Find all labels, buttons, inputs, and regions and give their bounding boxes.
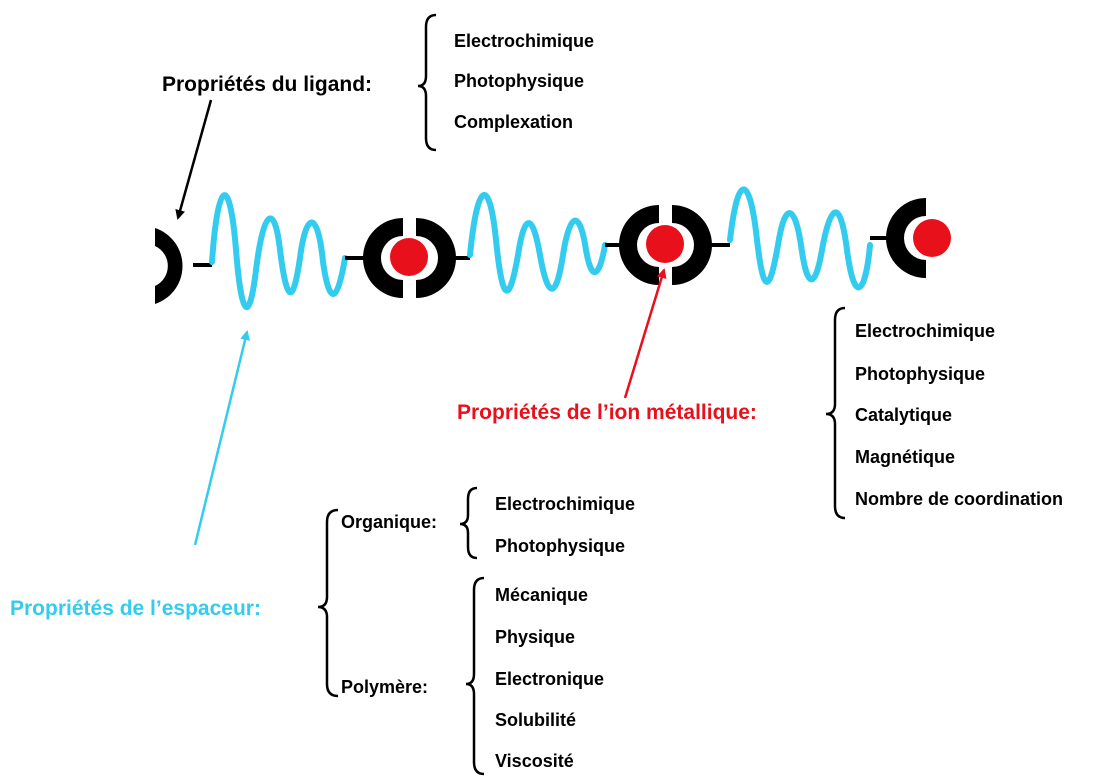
metal-ion-brace (825, 306, 846, 520)
spacer-group-polymere-label: Polymère: (341, 677, 428, 697)
spacer-wave-3 (727, 186, 873, 291)
spacer-properties: Propriétés de l’espaceur: Organique: Ele… (10, 486, 635, 776)
ligand-properties: Propriétés du ligand: Electrochimique Ph… (162, 13, 594, 152)
polymere-item-electronique: Electronique (495, 669, 604, 689)
ligand-item-electrochimique: Electrochimique (454, 31, 594, 51)
spacer-title: Propriétés de l’espaceur: (10, 597, 261, 620)
metal-complex-1 (345, 218, 470, 298)
ligand-item-photophysique: Photophysique (454, 71, 584, 91)
ligand-item-complexation: Complexation (454, 112, 573, 132)
spacer-brace (317, 508, 339, 698)
metal-ion-item-catalytique: Catalytique (855, 405, 952, 425)
ligand-title: Propriétés du ligand: (162, 73, 372, 96)
ligand-brace (417, 13, 437, 152)
metal-ion-item-magnetique: Magnétique (855, 447, 955, 467)
polymere-item-viscosite: Viscosité (495, 751, 574, 771)
spacer-arrow (193, 330, 250, 546)
spacer-group-organique-label: Organique: (341, 512, 437, 532)
terminal-metal-complex-right (870, 198, 951, 278)
polymere-item-mecanique: Mécanique (495, 585, 588, 605)
polymere-brace (465, 576, 485, 776)
ligand-arrow (175, 99, 213, 220)
spacer-wave-2 (467, 192, 608, 294)
polymere-item-solubilite: Solubilité (495, 710, 576, 730)
metal-ion-title: Propriétés de l’ion métallique: (457, 401, 757, 424)
metal-ion-item-nombre-de-coordination: Nombre de coordination (855, 489, 1063, 509)
metal-ion-properties: Propriétés de l’ion métallique: Electroc… (457, 306, 1063, 520)
polymer-chain (155, 186, 951, 310)
organique-item-electrochimique: Electrochimique (495, 494, 635, 514)
metal-ion-arrow (623, 268, 667, 399)
organique-brace (459, 486, 478, 560)
metal-complex-2 (605, 205, 730, 285)
organique-item-photophysique: Photophysique (495, 536, 625, 556)
spacer-wave-1 (209, 192, 348, 310)
terminal-ligand-left (155, 228, 212, 304)
polymere-item-physique: Physique (495, 627, 575, 647)
metal-ion-item-electrochimique: Electrochimique (855, 321, 995, 341)
metal-ion-item-photophysique: Photophysique (855, 364, 985, 384)
